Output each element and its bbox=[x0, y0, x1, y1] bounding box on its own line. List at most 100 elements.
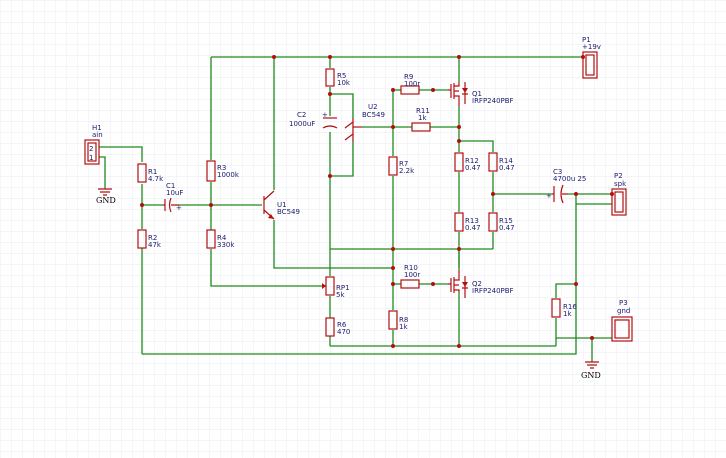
r11-value: 1k bbox=[418, 114, 427, 122]
c3-plus: + bbox=[546, 192, 552, 200]
mosfet-q1: Q1 IRFP240PBF bbox=[448, 82, 514, 106]
junction bbox=[491, 192, 495, 196]
connector-p3: P3 gnd bbox=[611, 299, 633, 342]
junction bbox=[328, 55, 332, 59]
mosfet-q2: Q2 IRFP240PBF bbox=[448, 270, 514, 298]
r6-value: 470 bbox=[337, 328, 350, 336]
u1-ref: U1 bbox=[277, 201, 287, 209]
r12-value: 0.47 bbox=[465, 164, 481, 172]
h1-pin-2: 2 bbox=[89, 145, 93, 153]
c1-plus: + bbox=[176, 204, 182, 212]
wire-input bbox=[99, 146, 143, 162]
r16-ref: R16 bbox=[563, 303, 577, 311]
junction bbox=[328, 174, 332, 178]
junction bbox=[590, 336, 594, 340]
junction bbox=[457, 125, 461, 129]
ground-symbol-right: GND bbox=[581, 361, 601, 380]
connector-p2: P2 spk bbox=[611, 172, 627, 216]
r3-ref: R3 bbox=[217, 164, 226, 172]
junction bbox=[140, 203, 144, 207]
capacitor-c1: + C1 10uF bbox=[163, 182, 183, 213]
junction bbox=[457, 55, 461, 59]
resistor-r16: R16 1k bbox=[551, 298, 577, 318]
ground-symbol-left: GND bbox=[96, 188, 116, 205]
r3-value: 1000k bbox=[217, 171, 240, 179]
junction bbox=[209, 203, 213, 207]
r14-value: 0.47 bbox=[499, 164, 515, 172]
q2-ref: Q2 bbox=[472, 280, 482, 288]
rp1-ref: RP1 bbox=[336, 284, 350, 292]
r9-ref: R9 bbox=[404, 73, 413, 81]
gnd-left-label: GND bbox=[96, 196, 116, 205]
connector-h1: H1 ain 2 1 bbox=[84, 124, 103, 165]
wire-r4-bottom bbox=[210, 249, 322, 287]
q1-ref: Q1 bbox=[472, 90, 482, 98]
r5-ref: R5 bbox=[337, 72, 346, 80]
r2-value: 47k bbox=[148, 241, 162, 249]
p2-ref: P2 bbox=[614, 172, 623, 180]
r10-ref: R10 bbox=[404, 264, 418, 272]
potentiometer-rp1: RP1 5k bbox=[322, 276, 350, 299]
resistor-r12: R12 0.47 bbox=[454, 152, 481, 172]
junction bbox=[328, 92, 332, 96]
wire-h1-gnd bbox=[99, 156, 106, 189]
junction bbox=[391, 247, 395, 251]
wire-u2-emitter bbox=[330, 142, 354, 177]
p2-value: spk bbox=[614, 180, 627, 188]
r1-ref: R1 bbox=[148, 168, 157, 176]
c2-plus: + bbox=[322, 111, 328, 119]
capacitor-c3: + C3 4700u 25 bbox=[546, 168, 586, 204]
p3-value: gnd bbox=[617, 307, 630, 315]
junction bbox=[391, 344, 395, 348]
u2-value: BC549 bbox=[362, 111, 385, 119]
r16-value: 1k bbox=[563, 310, 572, 318]
junction bbox=[457, 247, 461, 251]
resistor-r7: R7 2.2k bbox=[388, 156, 415, 176]
r4-ref: R4 bbox=[217, 234, 227, 242]
resistor-r15: R15 0.47 bbox=[488, 212, 515, 232]
c2-value: 1000uF bbox=[289, 120, 315, 128]
resistor-r13: R13 0.47 bbox=[454, 212, 481, 232]
junction bbox=[391, 266, 395, 270]
resistor-r4: R4 330k bbox=[206, 229, 235, 249]
r7-value: 2.2k bbox=[399, 167, 415, 175]
transistor-u1: U1 BC549 bbox=[263, 190, 300, 220]
transistor-u2: U2 BC549 bbox=[344, 103, 385, 142]
wire-r5-to-u2 bbox=[330, 93, 354, 118]
c1-ref: C1 bbox=[166, 182, 175, 190]
c2-ref: C2 bbox=[297, 111, 306, 119]
r15-ref: R15 bbox=[499, 217, 513, 225]
resistor-r3: R3 1000k bbox=[206, 160, 240, 182]
resistor-r11: R11 1k bbox=[411, 107, 431, 132]
r15-value: 0.47 bbox=[499, 224, 515, 232]
capacitor-c2: + C2 1000uF bbox=[289, 111, 338, 129]
wire-u1-emitter bbox=[273, 220, 393, 269]
r11-ref: R11 bbox=[416, 107, 430, 115]
c3-ref: C3 bbox=[553, 168, 562, 176]
wire-r16-top bbox=[555, 283, 576, 298]
gnd-right-label: GND bbox=[581, 371, 601, 380]
resistor-r8: R8 1k bbox=[388, 310, 408, 331]
junctions bbox=[140, 55, 614, 348]
c1-value: 10uF bbox=[166, 189, 183, 197]
junction bbox=[431, 282, 435, 286]
q1-value: IRFP240PBF bbox=[472, 97, 514, 105]
rp1-value: 5k bbox=[336, 291, 345, 299]
h1-ref: H1 bbox=[92, 124, 102, 132]
junction bbox=[457, 139, 461, 143]
junction bbox=[391, 88, 395, 92]
resistor-r5: R5 10k bbox=[325, 68, 351, 87]
junction bbox=[391, 125, 395, 129]
p1-value: +19v bbox=[582, 43, 601, 51]
wire-r12-r14-top bbox=[459, 140, 494, 152]
connector-p1: P1 +19v bbox=[582, 36, 601, 79]
junction bbox=[431, 88, 435, 92]
r13-ref: R13 bbox=[465, 217, 479, 225]
r14-ref: R14 bbox=[499, 157, 513, 165]
resistor-r1: R1 4.7k bbox=[137, 163, 164, 183]
r7-ref: R7 bbox=[399, 160, 408, 168]
resistor-r2: R2 47k bbox=[137, 229, 162, 249]
p3-ref: P3 bbox=[619, 299, 628, 307]
